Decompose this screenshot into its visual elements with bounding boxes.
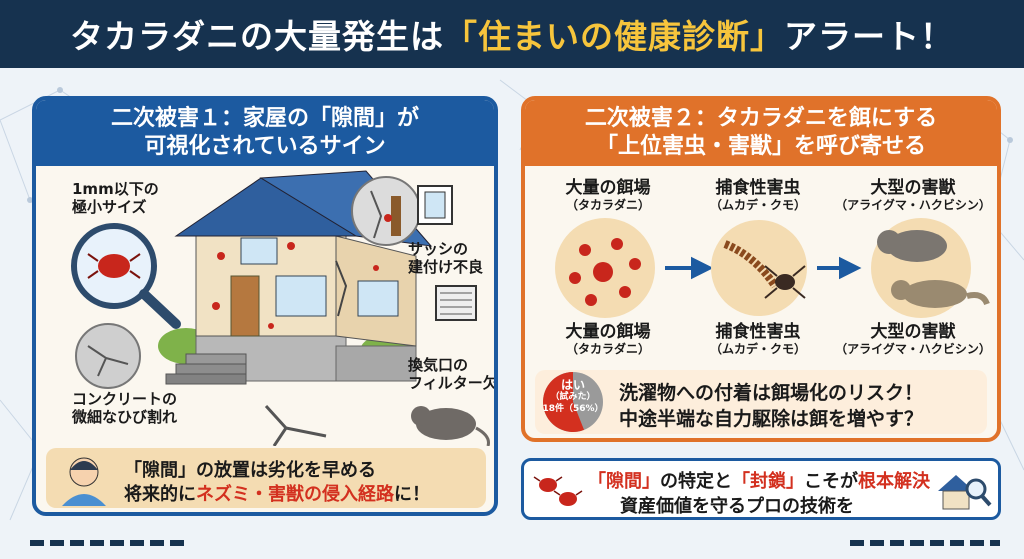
solution-box: 「隙間」の特定と「封鎖」こそが根本解決 資産価値を守るプロの技術を [521, 458, 1001, 520]
left-header-line2: 可視化されているサイン [144, 134, 386, 159]
house-illustration [71, 170, 490, 446]
chain-item-predator-top: 捕食性害虫 （ムカデ・クモ） [709, 178, 806, 212]
mite-icon [533, 476, 583, 506]
chain-item-feed-bottom: 大量の餌場 （タカラダニ） [565, 322, 651, 356]
footer-dash-right [850, 540, 1000, 546]
left-header-line1: 二次被害１：家屋の「隙間」が [110, 106, 419, 131]
label-sash: サッシの 建付け不良 [408, 240, 484, 276]
note-line2: 将来的にネズミ・害獣の侵入経路に！ [124, 484, 430, 505]
chain-item-beast-bottom: 大型の害獣 （アライグマ・ハクビシン） [835, 322, 991, 356]
chain-item-predator-bottom: 捕食性害虫 （ムカデ・クモ） [709, 322, 806, 356]
solution-line1: 「隙間」の特定と「封鎖」こそが根本解決 [588, 471, 930, 492]
label-vent: 換気口の フィルター欠損 [408, 356, 498, 392]
solution-line2: 資産価値を守るプロの技術を [620, 496, 854, 517]
title-bar: タカラダニの大量発生は「住まいの健康診断」アラート！ [0, 0, 1024, 68]
label-crack: コンクリートの 微細なひび割れ [72, 390, 178, 426]
survey-line2: 中途半端な自力駆除は餌を増やす？ [619, 408, 924, 430]
left-panel-header: 二次被害１：家屋の「隙間」が 可視化されているサイン [36, 100, 494, 166]
chain-item-feed-top: 大量の餌場 （タカラダニ） [565, 178, 651, 212]
right-panel-header: 二次被害２：タカラダニを餌にする 「上位害虫・害獣」を呼び寄せる [525, 100, 997, 166]
food-chain-illustration [555, 218, 990, 318]
house-search-icon [938, 475, 992, 510]
title-highlight: 「住まいの健康診断」 [444, 17, 784, 56]
label-size: 1mm以下の 極小サイズ [72, 180, 159, 216]
note-line1: 「隙間」の放置は劣化を早める [124, 460, 376, 481]
title-before: タカラダニの大量発生は [70, 17, 444, 56]
pie-slice-yes [543, 372, 585, 432]
page-title: タカラダニの大量発生は「住まいの健康診断」アラート！ [70, 10, 954, 58]
survey-line1: 洗濯物への付着は餌場化のリスク！ [619, 382, 924, 404]
right-header-line2: 「上位害虫・害獣」を呼び寄せる [595, 134, 926, 159]
footer-dash-left [30, 540, 190, 546]
title-after: アラート！ [784, 17, 954, 56]
chain-item-beast-top: 大型の害獣 （アライグマ・ハクビシン） [835, 178, 991, 212]
worried-person-icon [62, 457, 106, 506]
right-header-line1: 二次被害２：タカラダニを餌にする [584, 106, 938, 131]
pie-labels: はい （試みた） 18件（56%） [542, 378, 604, 414]
left-panel: 二次被害１：家屋の「隙間」が 可視化されているサイン [32, 96, 498, 516]
survey-pie-chart [543, 372, 603, 432]
left-note: 「隙間」の放置は劣化を早める 将来的にネズミ・害獣の侵入経路に！ [46, 448, 486, 508]
right-panel: 二次被害２：タカラダニを餌にする 「上位害虫・害獣」を呼び寄せる 大量の餌場 （… [521, 96, 1001, 442]
survey-box: はい （試みた） 18件（56%） 洗濯物への付着は餌場化のリスク！ 中途半端な… [535, 370, 987, 434]
